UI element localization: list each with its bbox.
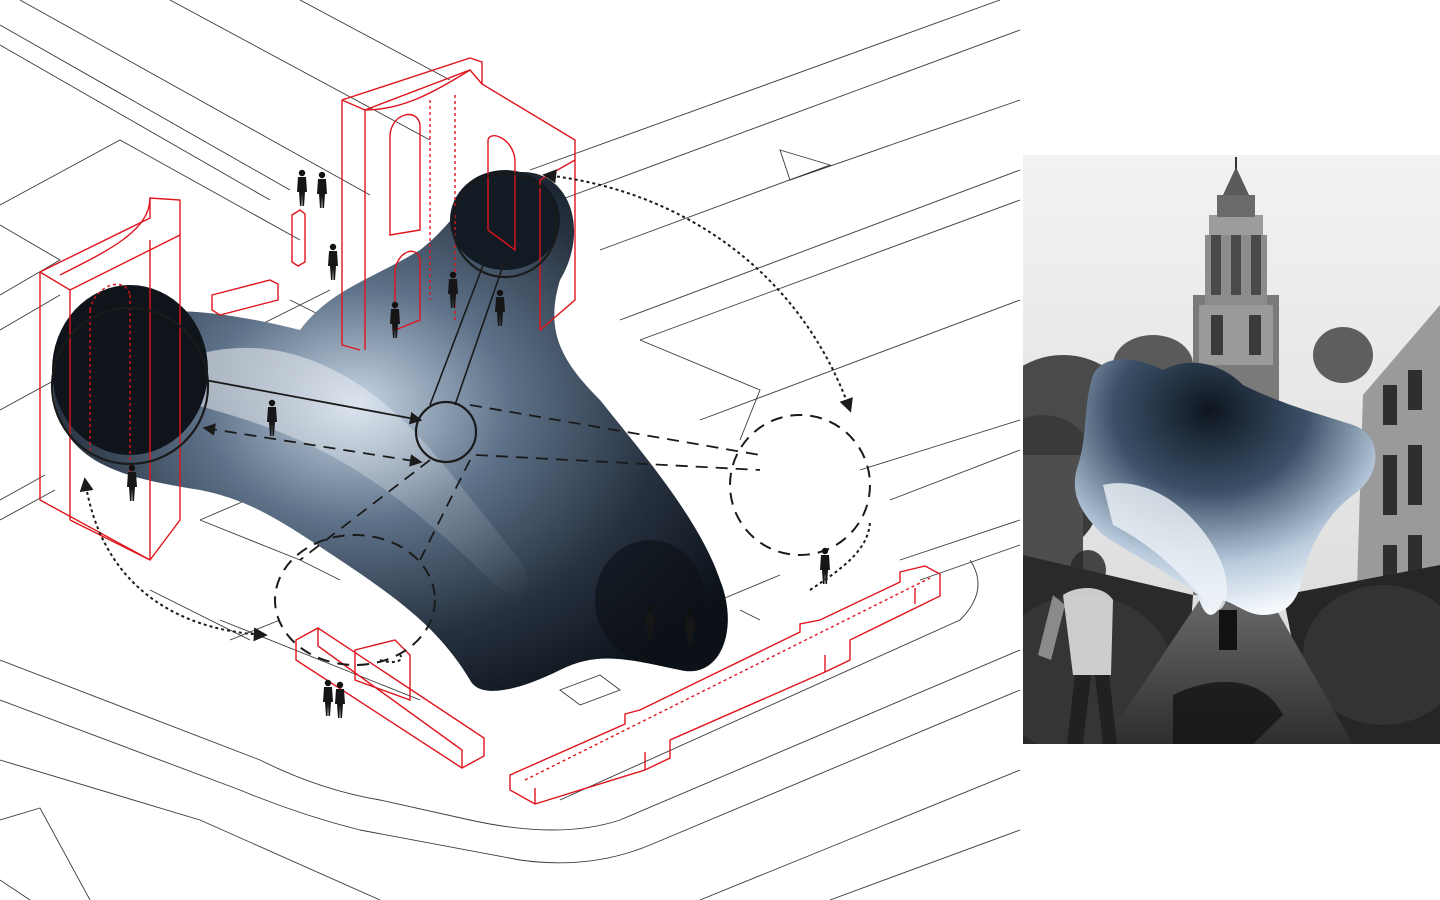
right-arch-structure (341, 57, 576, 351)
long-bench (509, 565, 941, 805)
person-figure (317, 171, 327, 208)
node-circle-left (50, 306, 210, 466)
node-dashed-right (729, 414, 871, 556)
photo-canopy (1074, 359, 1376, 650)
circulation-arrow-top (542, 169, 853, 413)
person-figure (335, 681, 345, 718)
person-figure (1038, 550, 1117, 744)
front-planter (295, 627, 485, 769)
circulation-arrow-left (79, 477, 268, 642)
person-figure (328, 243, 338, 280)
garden-path (1103, 595, 1353, 744)
person-figure (323, 679, 333, 716)
person-figure (297, 169, 307, 206)
canopy-photomontage (1023, 155, 1440, 744)
node-dashed-front (274, 534, 436, 666)
circulation-diagram (50, 169, 871, 666)
axonometric-site-diagram (0, 0, 1021, 900)
person-figure (820, 547, 830, 584)
street-linework (0, 0, 1021, 900)
